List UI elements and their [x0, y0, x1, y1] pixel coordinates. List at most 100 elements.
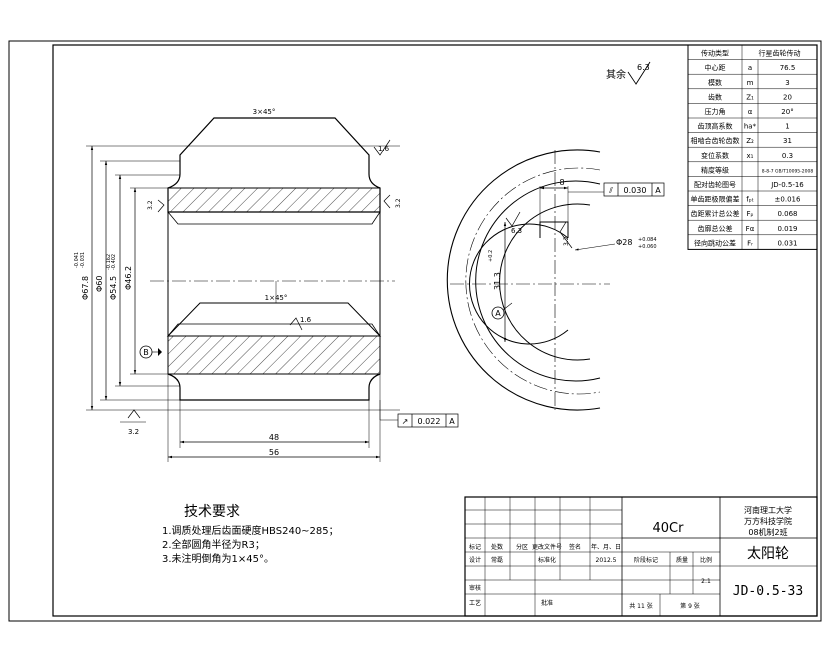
dim-keyway-depth-tol: +0.2 — [488, 250, 494, 262]
dim-width-inner: 48 — [269, 433, 279, 442]
params-row-name: 齿距累计总公差 — [691, 209, 740, 218]
dim-keyway-width: 8 — [559, 178, 564, 187]
svg-text:3.2: 3.2 — [128, 428, 139, 436]
bore-region — [167, 211, 381, 337]
root-circle — [475, 180, 601, 382]
chamfer-top-label: 3×45° — [253, 108, 276, 116]
params-row-name: 相啮合齿轮齿数 — [691, 136, 740, 145]
params-row-symbol: Fα — [746, 225, 755, 233]
roughness-inner: 1.6 — [289, 316, 312, 331]
params-row-name: 中心距 — [705, 63, 726, 72]
params-row-value: ±0.016 — [775, 196, 801, 204]
tech-req-title: 技术要求 — [184, 504, 240, 520]
svg-text:标准化: 标准化 — [538, 556, 556, 564]
svg-text:3.2: 3.2 — [147, 200, 154, 210]
params-row-value: 0.3 — [782, 152, 793, 160]
params-row-name: 齿顶高系数 — [698, 122, 733, 131]
params-row-name: 齿数 — [708, 92, 722, 101]
dim-outer-tol-up: -0.041 — [74, 252, 80, 268]
dim-root-tol-up: -0.162 — [106, 254, 112, 270]
dim-width-outer: 56 — [269, 448, 279, 457]
params-row-symbol: ha* — [744, 123, 757, 131]
tech-req-item: 3.未注明倒角为1×45°。 — [162, 552, 274, 565]
svg-text:批准: 批准 — [541, 599, 553, 607]
svg-text:2:1: 2:1 — [701, 578, 711, 585]
params-row-symbol: x₁ — [747, 152, 754, 160]
params-row-symbol: fₚₜ — [746, 196, 754, 204]
svg-text:第 9 张: 第 9 张 — [680, 602, 700, 610]
params-row-value: 3 — [785, 79, 789, 87]
school-line1: 河南理工大学 — [744, 505, 792, 515]
runout-frame: ↗ 0.022 A — [379, 400, 459, 428]
datum-b: B — [139, 345, 162, 359]
svg-text:签名: 签名 — [569, 543, 581, 551]
params-row-symbol: Z₁ — [746, 93, 754, 101]
params-row-value: 0.068 — [777, 210, 797, 218]
school-line3: 08机制2班 — [748, 527, 787, 537]
hatch-bottom — [167, 335, 381, 375]
params-row-value: 20 — [783, 93, 792, 101]
part-name: 太阳轮 — [747, 546, 789, 562]
params-row-value: 0.019 — [777, 225, 797, 233]
svg-text:年、月、日: 年、月、日 — [591, 543, 621, 551]
roughness-bottom: 3.2 — [120, 409, 146, 436]
params-row-name: 径向跳动公差 — [694, 238, 736, 247]
tech-requirements: 技术要求 1.调质处理后齿面硬度HBS240~285； 2.全部圆角半径为R3；… — [162, 504, 339, 565]
bore-chamfer-top — [167, 211, 381, 225]
svg-text:⫽: ⫽ — [608, 186, 613, 195]
params-row-name: 精度等级 — [701, 165, 729, 174]
svg-text:A: A — [495, 309, 501, 318]
dim-pitch-diameter: Φ60 — [95, 276, 104, 292]
params-row-value: 76.5 — [780, 64, 796, 72]
surface-finish-label: 其余 — [606, 68, 626, 81]
params-row-name: 齿廓总公差 — [698, 224, 733, 233]
params-row-symbol: Fₚ — [746, 210, 753, 218]
dim-root-diameter: Φ54.5 — [109, 276, 118, 300]
svg-text:2012.5: 2012.5 — [596, 557, 617, 564]
params-row-value: 1 — [785, 123, 789, 131]
svg-text:B: B — [143, 348, 149, 357]
inner-frame — [52, 44, 818, 617]
svg-text:常磊: 常磊 — [491, 556, 503, 564]
params-row-name: 模数 — [708, 78, 722, 87]
roughness-left: 3.2 — [147, 199, 165, 213]
hatch-top — [167, 187, 381, 213]
keyway — [539, 221, 569, 238]
roughness-right: 3.2 — [383, 194, 402, 209]
hub-circle — [499, 203, 591, 361]
params-row-symbol: m — [747, 79, 754, 87]
dim-keyway-depth: 31.3 — [493, 272, 502, 290]
bore-circle — [469, 223, 569, 345]
surface-finish-note: 其余 6.3 — [606, 61, 651, 85]
svg-text:质量: 质量 — [676, 556, 688, 564]
dim-bore: Φ28 — [616, 238, 632, 247]
roughness-top: 1.6 — [373, 139, 391, 156]
dim-outer-tol-lo: -0.031 — [80, 252, 86, 268]
school-line2: 万方科技学院 — [744, 516, 792, 526]
tech-req-item: 2.全部圆角半径为R3； — [162, 538, 265, 551]
params-row-symbol: α — [748, 108, 753, 116]
svg-text:更改文件号: 更改文件号 — [532, 543, 562, 551]
gear-tip-circle — [446, 149, 601, 411]
params-row-name: 压力角 — [705, 107, 726, 116]
svg-text:0.022: 0.022 — [418, 417, 441, 426]
roughness-bore: 6.3 — [505, 211, 522, 235]
dim-inner-diameter: Φ46.2 — [124, 266, 133, 290]
params-row-value: 8-8-7 GB/T10095-2008 — [762, 168, 814, 174]
params-row-value: 0.031 — [777, 239, 797, 247]
svg-text:处数: 处数 — [491, 543, 503, 551]
params-row-name: 配对齿轮图号 — [694, 180, 736, 189]
svg-text:1.6: 1.6 — [300, 316, 312, 324]
tech-req-item: 1.调质处理后齿面硬度HBS240~285； — [162, 524, 339, 537]
svg-text:比例: 比例 — [700, 556, 712, 564]
params-row-value: 31 — [783, 137, 792, 145]
roughness-keyway: 3.2 — [559, 221, 573, 249]
dim-root-tol-lo: -0.402 — [111, 254, 117, 270]
svg-text:阶段标记: 阶段标记 — [634, 556, 658, 564]
params-row-name: 变位系数 — [701, 151, 729, 160]
gear-section-lower — [166, 302, 382, 337]
params-header-value: 行星齿轮传动 — [759, 49, 801, 58]
params-row-symbol: a — [748, 64, 752, 72]
